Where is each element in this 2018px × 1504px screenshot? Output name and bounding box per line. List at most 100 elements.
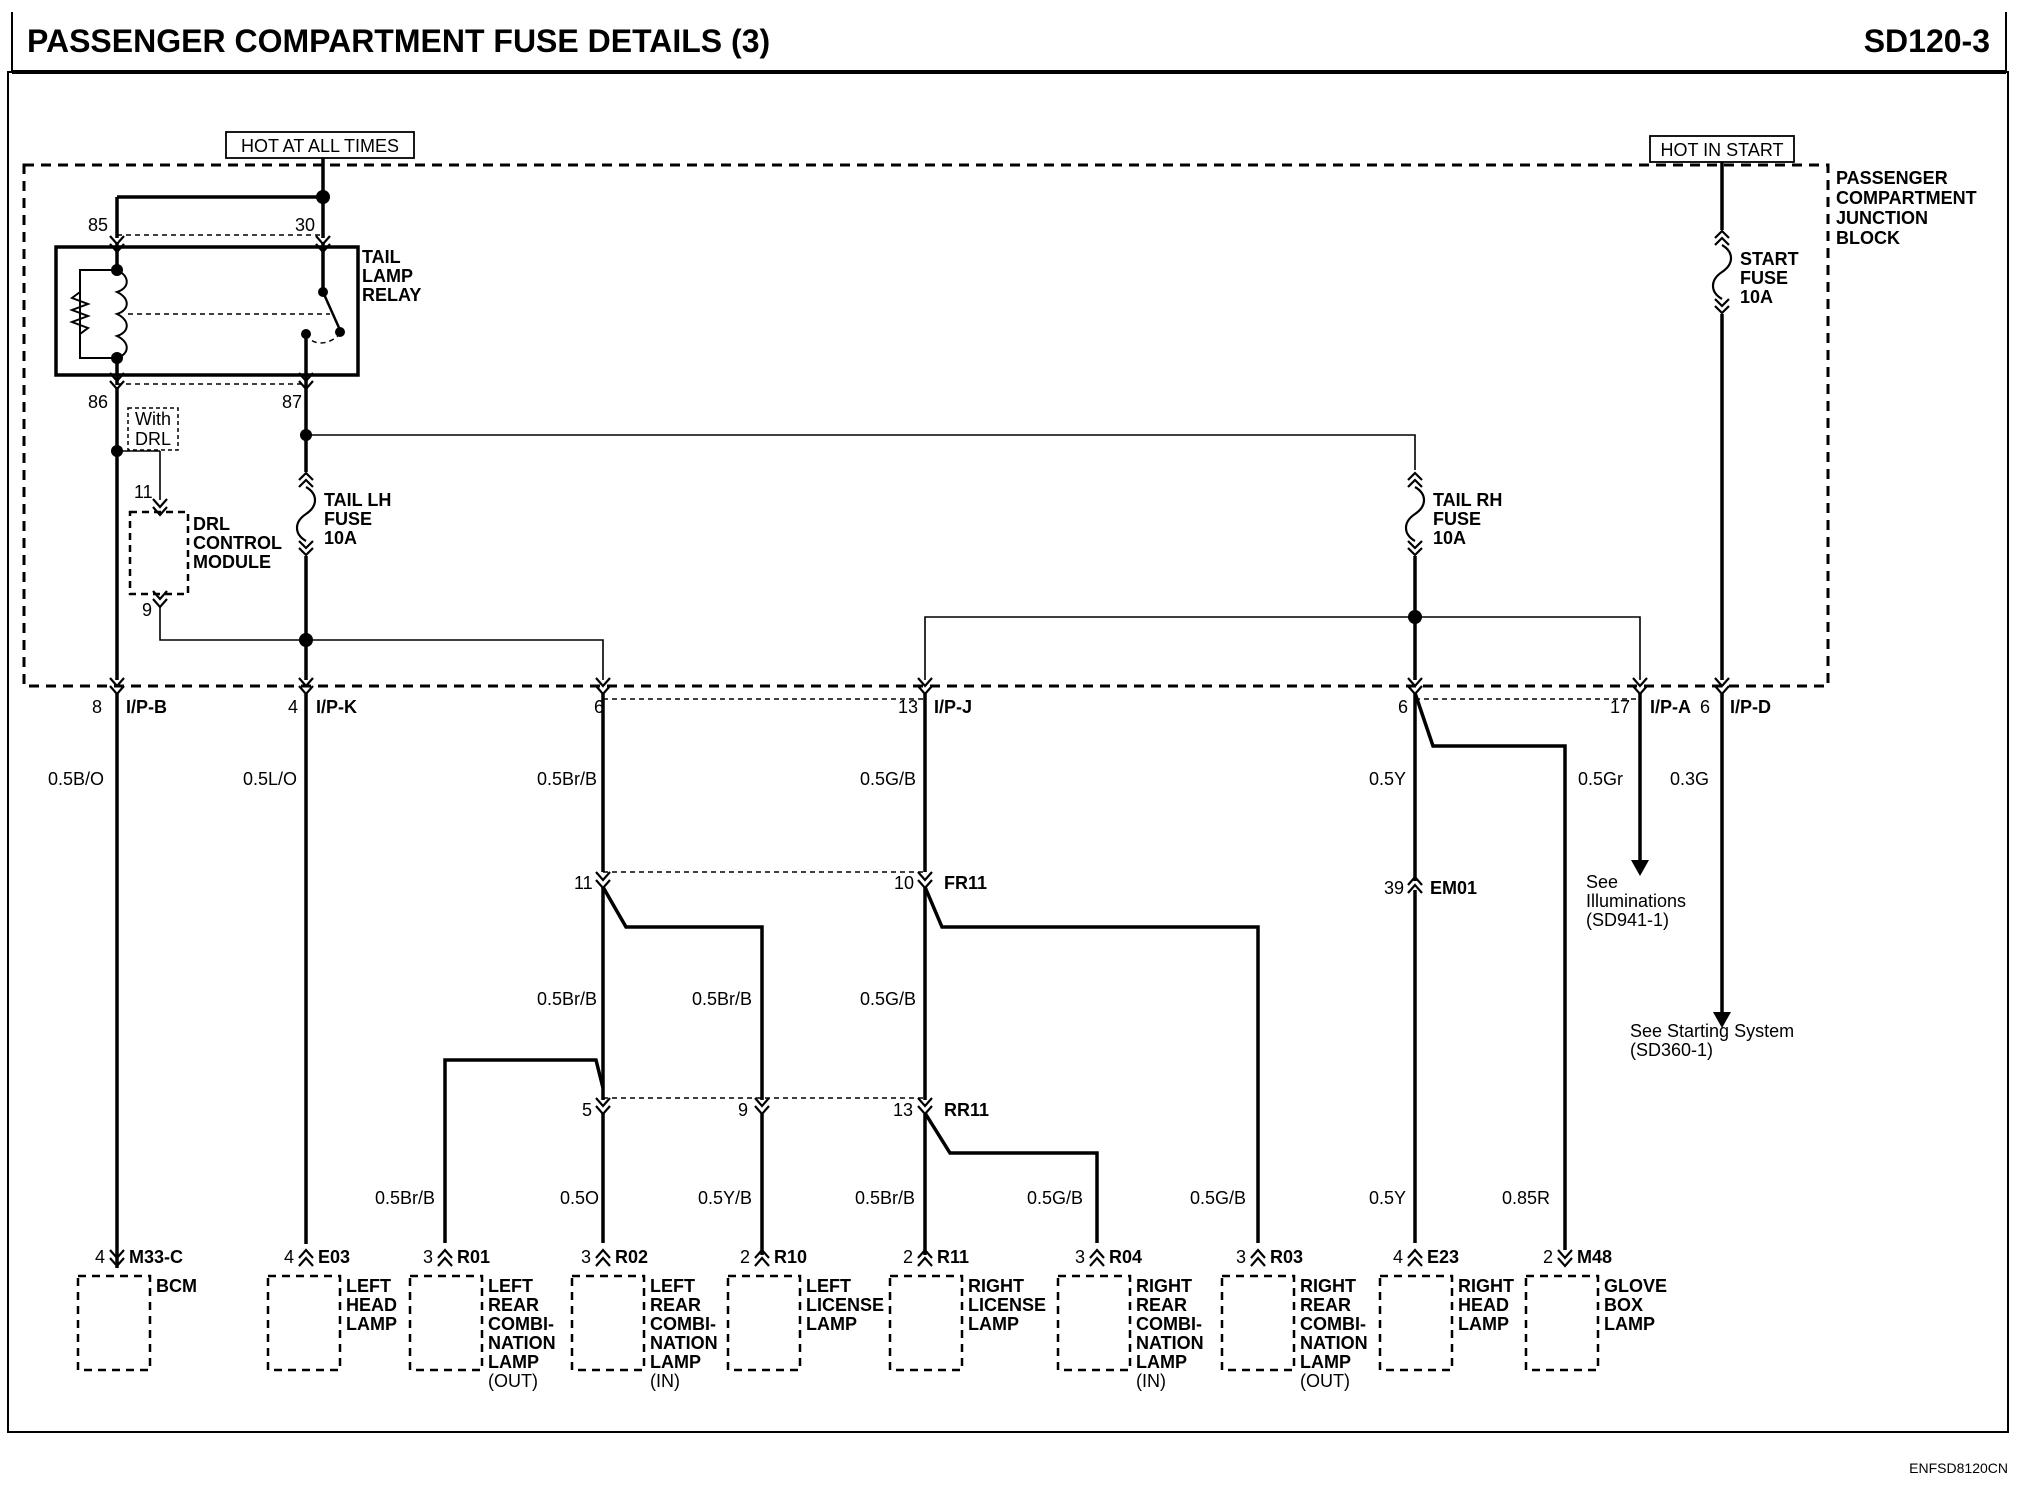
- svg-text:I/P-B: I/P-B: [126, 697, 167, 717]
- component-label: LEFT: [346, 1276, 391, 1296]
- component-box: [1220, 1274, 1296, 1372]
- component-label: LICENSE: [968, 1295, 1046, 1315]
- svg-text:(SD360-1): (SD360-1): [1630, 1040, 1713, 1060]
- component-pin: 2: [1543, 1247, 1553, 1267]
- footer-code: ENFSD8120CN: [1909, 1460, 2008, 1476]
- component-label: HEAD: [1458, 1295, 1509, 1315]
- svg-text:5: 5: [582, 1100, 592, 1120]
- diagram-code: SD120-3: [1864, 23, 1990, 59]
- svg-text:TAIL: TAIL: [362, 247, 401, 267]
- component-label: (IN): [650, 1371, 680, 1391]
- svg-text:0.5Br/B: 0.5Br/B: [537, 989, 597, 1009]
- svg-text:LAMP: LAMP: [362, 266, 413, 286]
- svg-text:0.3G: 0.3G: [1670, 769, 1709, 789]
- page-title: PASSENGER COMPARTMENT FUSE DETAILS (3): [27, 23, 770, 59]
- component-label: NATION: [1136, 1333, 1204, 1353]
- component-label: GLOVE: [1604, 1276, 1667, 1296]
- component-label: REAR: [488, 1295, 539, 1315]
- svg-text:87: 87: [282, 392, 302, 412]
- component-label: RIGHT: [1300, 1276, 1356, 1296]
- component-box: [570, 1274, 646, 1372]
- component-pin: 4: [95, 1247, 105, 1267]
- svg-text:0.5Br/B: 0.5Br/B: [537, 769, 597, 789]
- svg-text:11: 11: [574, 873, 593, 893]
- component-box: [76, 1274, 152, 1372]
- svg-text:30: 30: [295, 215, 315, 235]
- svg-text:9: 9: [738, 1100, 748, 1120]
- component-code: E23: [1427, 1247, 1459, 1267]
- component-pin: 3: [1236, 1247, 1246, 1267]
- svg-text:COMPARTMENT: COMPARTMENT: [1836, 188, 1977, 208]
- junction-block-label: PASSENGER COMPARTMENT JUNCTION BLOCK: [1836, 168, 1977, 248]
- svg-text:0.5O: 0.5O: [560, 1188, 599, 1208]
- component-pin: 4: [284, 1247, 294, 1267]
- component-label: REAR: [1300, 1295, 1351, 1315]
- component-label: LAMP: [346, 1314, 397, 1334]
- svg-text:6: 6: [594, 697, 604, 717]
- svg-text:0.5G/B: 0.5G/B: [860, 989, 916, 1009]
- svg-text:DRL: DRL: [135, 429, 171, 449]
- svg-text:FUSE: FUSE: [1740, 268, 1788, 288]
- component-code: R02: [615, 1247, 648, 1267]
- svg-text:I/P-A: I/P-A: [1650, 697, 1691, 717]
- hot-at-all-times-label: HOT AT ALL TIMES: [241, 136, 399, 156]
- component-label: NATION: [1300, 1333, 1368, 1353]
- svg-text:RR11: RR11: [944, 1100, 989, 1120]
- hot-in-start-label: HOT IN START: [1660, 140, 1783, 160]
- component-label: LAMP: [1136, 1352, 1187, 1372]
- drl-control-module: [128, 510, 190, 596]
- component-pin: 2: [740, 1247, 750, 1267]
- svg-text:6: 6: [1700, 697, 1710, 717]
- svg-text:BLOCK: BLOCK: [1836, 228, 1900, 248]
- svg-text:CONTROL: CONTROL: [193, 533, 282, 553]
- component-label: NATION: [650, 1333, 718, 1353]
- svg-text:0.5L/O: 0.5L/O: [243, 769, 297, 789]
- svg-text:JUNCTION: JUNCTION: [1836, 208, 1928, 228]
- component-label: RIGHT: [968, 1276, 1024, 1296]
- svg-text:9: 9: [142, 600, 152, 620]
- svg-text:RELAY: RELAY: [362, 285, 421, 305]
- svg-text:0.5G/B: 0.5G/B: [1027, 1188, 1083, 1208]
- component-code: R01: [457, 1247, 490, 1267]
- component-box: [726, 1274, 802, 1372]
- svg-text:I/P-K: I/P-K: [316, 697, 357, 717]
- with-drl-label: With: [135, 409, 171, 429]
- ip-connectors: 8 I/P-B 4 I/P-K 6 13 I/P-J 6 17 I/P-A 6 …: [92, 676, 1771, 717]
- component-label: HEAD: [346, 1295, 397, 1315]
- component-label: COMBI-: [650, 1314, 716, 1334]
- component-pin: 3: [581, 1247, 591, 1267]
- svg-text:0.5G/B: 0.5G/B: [860, 769, 916, 789]
- component-label: LAMP: [1300, 1352, 1351, 1372]
- svg-text:0.5Br/B: 0.5Br/B: [855, 1188, 915, 1208]
- component-label: (OUT): [488, 1371, 538, 1391]
- svg-text:10A: 10A: [1740, 287, 1773, 307]
- component-label: COMBI-: [1300, 1314, 1366, 1334]
- svg-text:0.5Y: 0.5Y: [1369, 1188, 1406, 1208]
- svg-text:I/P-J: I/P-J: [934, 697, 972, 717]
- frame: [7, 71, 2009, 1433]
- component-code: R11: [937, 1247, 969, 1267]
- svg-text:10A: 10A: [1433, 528, 1466, 548]
- component-label: BCM: [156, 1276, 197, 1296]
- component-label: REAR: [650, 1295, 701, 1315]
- svg-text:0.5B/O: 0.5B/O: [48, 769, 104, 789]
- component-label: REAR: [1136, 1295, 1187, 1315]
- component-label: BOX: [1604, 1295, 1643, 1315]
- svg-text:FR11: FR11: [944, 873, 987, 893]
- component-label: NATION: [488, 1333, 556, 1353]
- component-label: COMBI-: [488, 1314, 554, 1334]
- svg-text:0.5G/B: 0.5G/B: [1190, 1188, 1246, 1208]
- svg-text:39: 39: [1384, 878, 1404, 898]
- component-box: [1378, 1274, 1454, 1372]
- svg-text:4: 4: [288, 697, 298, 717]
- component-pin: 3: [1075, 1247, 1085, 1267]
- svg-text:10: 10: [894, 873, 914, 893]
- junction-block-boundary: [22, 163, 1830, 688]
- component-label: (OUT): [1300, 1371, 1350, 1391]
- svg-text:10A: 10A: [324, 528, 357, 548]
- starting-system-reference: See Starting System (SD360-1): [1630, 1021, 1794, 1060]
